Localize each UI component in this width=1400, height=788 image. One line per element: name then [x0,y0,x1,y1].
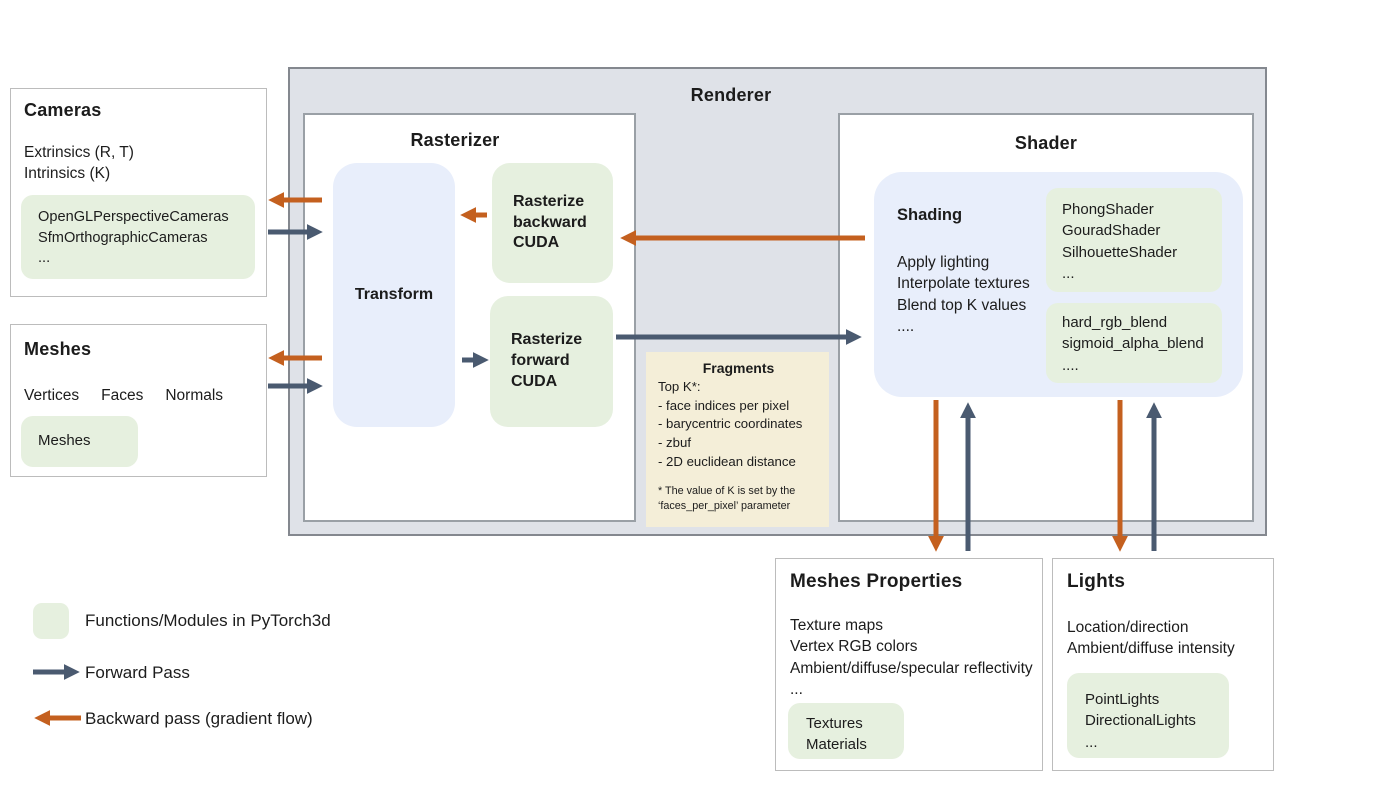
forward-pass-arrow-icon [33,664,80,680]
meshes-attr-vertices: Vertices [24,387,80,404]
rasterize-backward-label: Rasterize backward CUDA [513,192,587,252]
blend-module-chip: hard_rgb_blend sigmoid_alpha_blend .... [1046,303,1222,383]
meshes-module-chip: Meshes [21,416,138,467]
lights-box: Lights Location/direction Ambient/diffus… [1052,558,1274,771]
meshes-properties-box: Meshes Properties Texture maps Vertex RG… [775,558,1043,771]
meshes-properties-body: Texture maps Vertex RGB colors Ambient/d… [790,617,1033,699]
meshes-attrs: Vertices Faces Normals [24,387,223,405]
backward-pass-arrow-icon [34,710,81,726]
fragments-footnote: * The value of K is set by the ‘faces_pe… [658,484,796,512]
renderer-title: Renderer [690,85,772,105]
lights-body: Location/direction Ambient/diffuse inten… [1067,619,1235,658]
shading-block: Shading Apply lighting Interpolate textu… [874,172,1243,397]
rasterize-forward-label: Rasterize forward CUDA [511,331,583,390]
legend: Functions/Modules in PyTorch3d Forward P… [0,595,460,745]
shaders-module-chip: PhongShader GouradShader SilhouetteShade… [1046,188,1222,292]
meshes-properties-title: Meshes Properties [790,571,963,592]
rasterize-backward-block: Rasterize backward CUDA [492,163,613,283]
meshes-attr-faces: Faces [101,387,144,404]
shader-title: Shader [1014,133,1078,153]
cameras-title: Cameras [24,100,102,120]
legend-backward-label: Backward pass (gradient flow) [85,709,313,728]
rasterizer-title: Rasterizer [410,130,500,150]
transform-block: Transform [333,163,455,427]
textures-materials-chip: Textures Materials [788,703,904,759]
meshes-title: Meshes [24,339,92,359]
meshes-box: Meshes Vertices Faces Normals Meshes [10,324,267,477]
fragments-box: Fragments Top K*: - face indices per pix… [646,352,829,527]
shading-title: Shading [897,206,963,224]
lights-module-chip: PointLights DirectionalLights ... [1067,673,1229,758]
meshes-attr-normals: Normals [165,387,224,404]
cameras-module-chip: OpenGLPerspectiveCameras SfmOrthographic… [21,195,255,279]
shading-body: Apply lighting Interpolate textures Blen… [897,254,1030,336]
rasterize-forward-block: Rasterize forward CUDA [490,296,613,427]
lights-title: Lights [1067,571,1126,592]
legend-module-swatch [33,603,69,639]
fragments-lines: Top K*: - face indices per pixel - baryc… [658,379,803,469]
legend-module-label: Functions/Modules in PyTorch3d [85,611,331,630]
cameras-body: Extrinsics (R, T) Intrinsics (K) [24,144,134,183]
cameras-box: Cameras Extrinsics (R, T) Intrinsics (K)… [10,88,267,297]
fragments-title: Fragments [702,360,775,376]
transform-label: Transform [354,286,434,303]
legend-forward-label: Forward Pass [85,663,190,682]
